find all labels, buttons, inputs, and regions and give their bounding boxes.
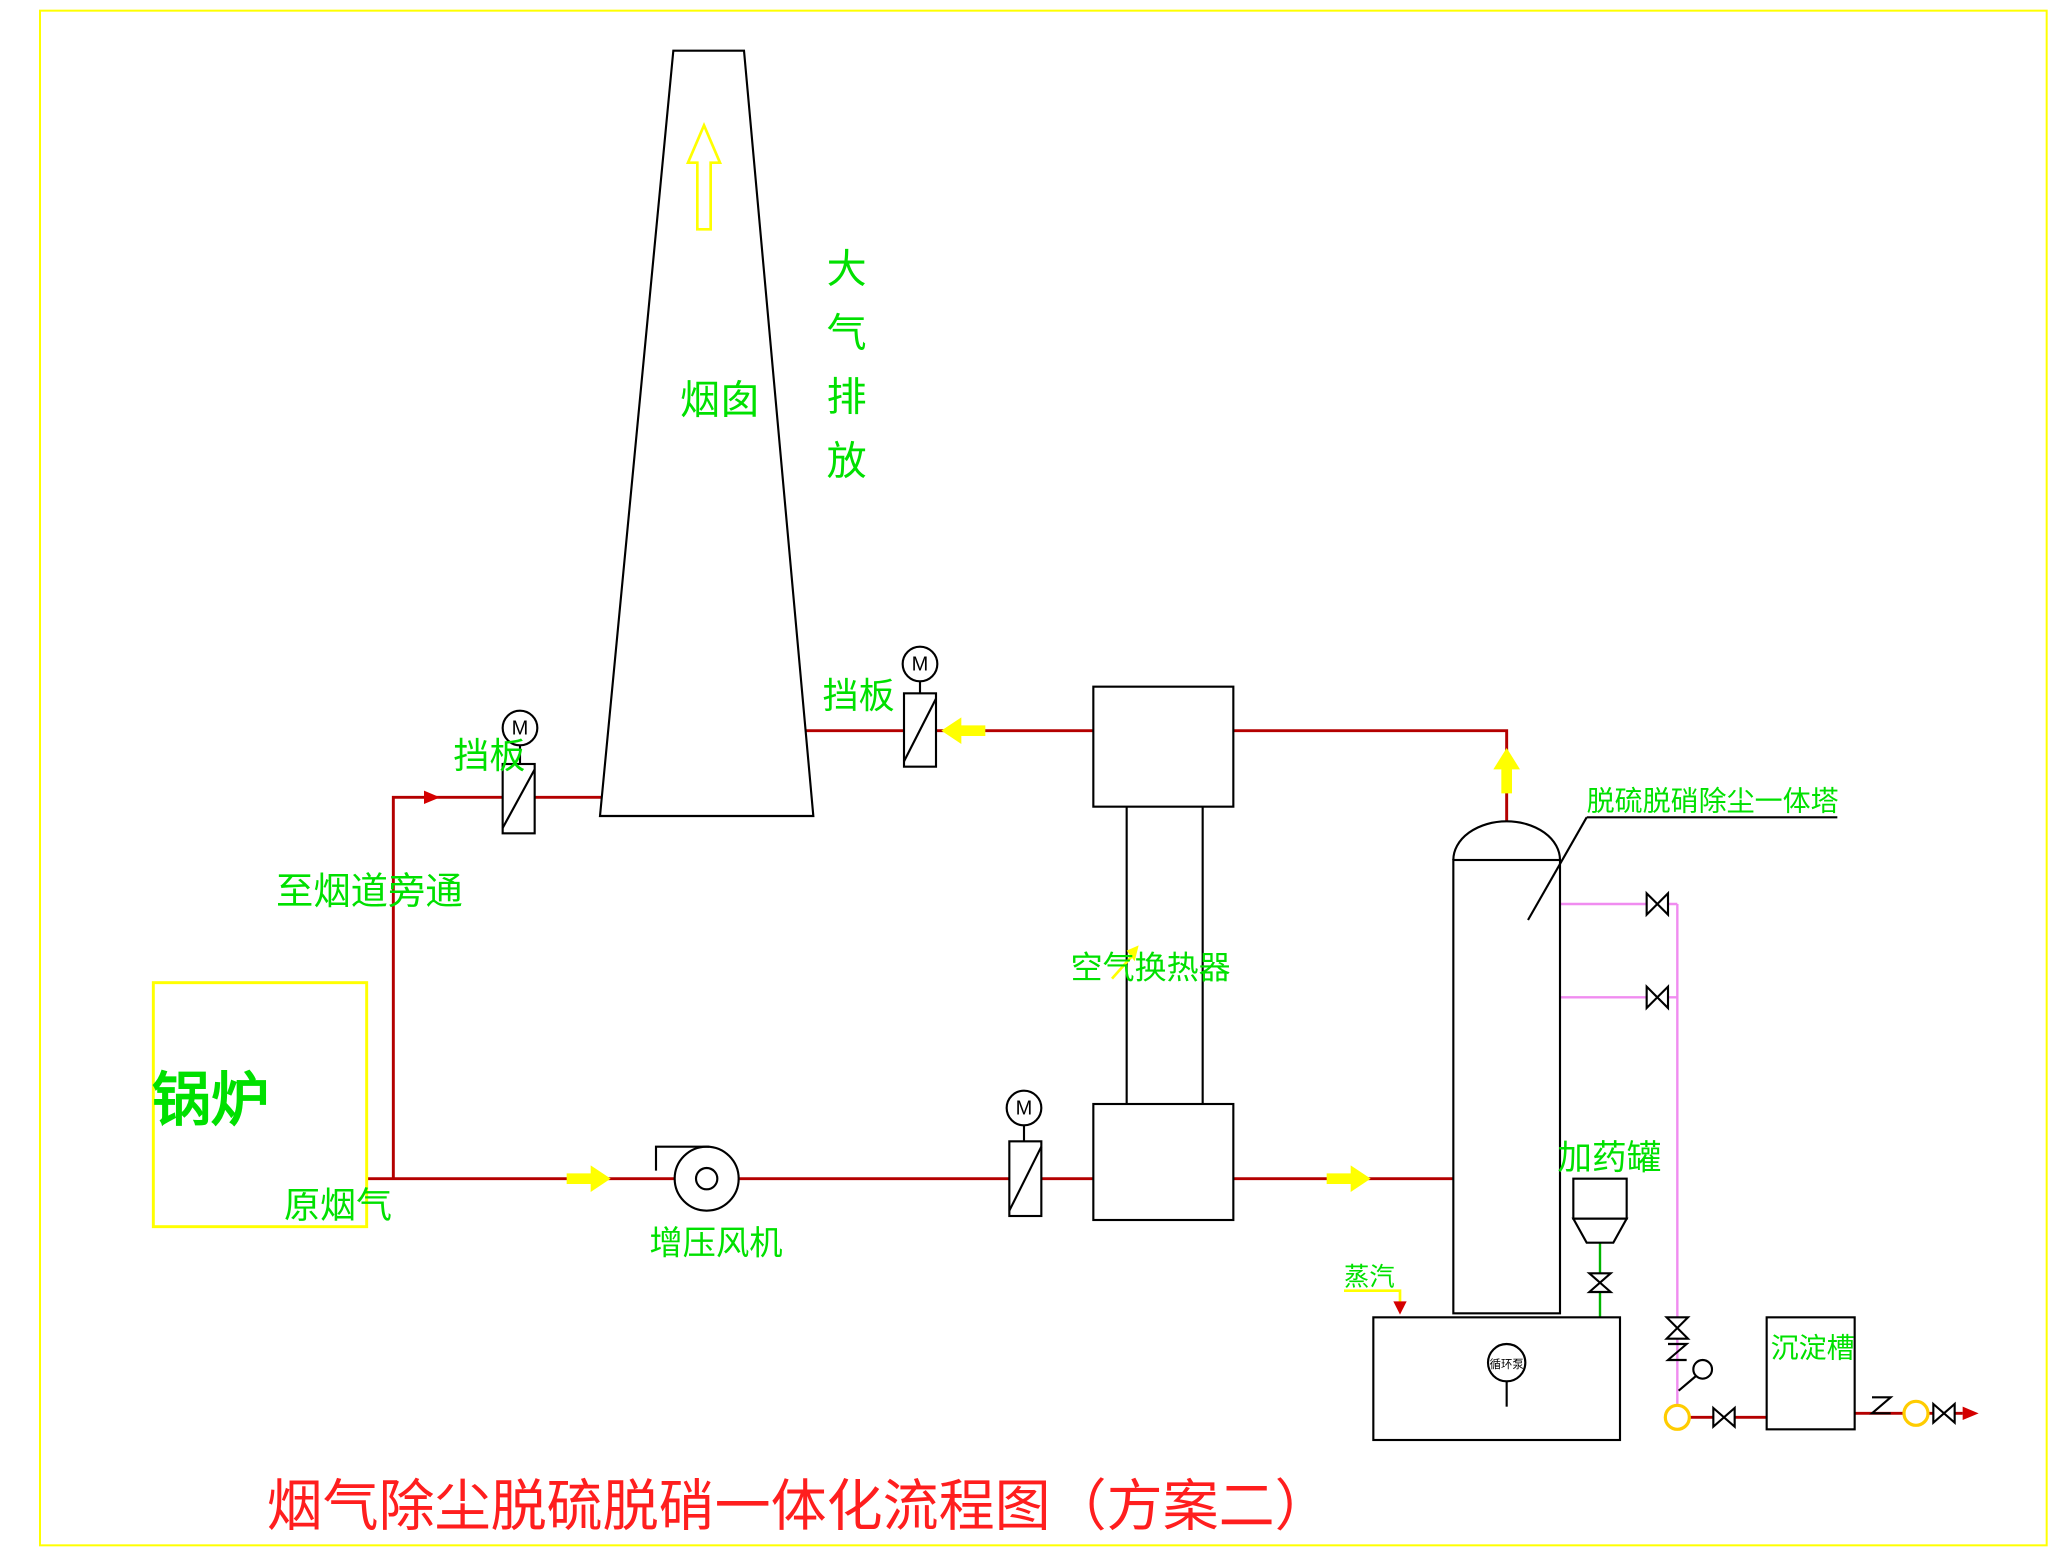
fan-volute-icon xyxy=(654,1145,710,1171)
outlet-damper: M xyxy=(901,645,939,768)
dosing-tank-label: 加药罐 xyxy=(1557,1139,1661,1177)
motor-letter: M xyxy=(1016,1098,1033,1120)
exchanger-flow-arrow-icon xyxy=(1111,953,1135,980)
sedimentation-tank-outline xyxy=(1765,1316,1856,1431)
integrated-tower xyxy=(1452,816,1838,1315)
dosing-tank xyxy=(1571,1177,1629,1294)
transfer-pump-icon xyxy=(1902,1399,1930,1427)
motor-letter: M xyxy=(512,718,529,740)
spray-valve-upper-icon xyxy=(1645,890,1670,918)
slurry-pump-icon xyxy=(1663,1403,1691,1431)
flow-arrow-right-icon xyxy=(1326,1165,1371,1192)
bypass-damper: M xyxy=(501,709,539,835)
steam-arrow-icon xyxy=(1393,1301,1407,1315)
flow-arrows xyxy=(424,717,1979,1420)
chimney-outline xyxy=(598,49,815,818)
fan-hub-icon xyxy=(694,1166,719,1191)
tower-dome xyxy=(1452,820,1562,861)
fan-casing-icon xyxy=(673,1145,740,1212)
motor-circle-icon xyxy=(901,645,939,683)
tower-label-leader-line xyxy=(1527,816,1588,921)
boiler-label: 锅炉 xyxy=(152,1068,269,1133)
drawing-title: 烟气除尘脱硫脱硝一体化流程图（方案二） xyxy=(267,1474,1331,1537)
text-labels: 锅炉 烟囱 大 气 排 放 挡板 挡板 至烟道旁通 原烟气 增压风机 空气换热器… xyxy=(152,248,1855,1364)
drawing-border xyxy=(39,9,2048,1547)
motor-circle-icon xyxy=(501,709,539,747)
discharge-valve-icon xyxy=(1712,1405,1736,1430)
bypass-damper-label: 挡板 xyxy=(453,735,525,776)
exchanger-bottom-header xyxy=(1092,1102,1235,1222)
air-heat-exchanger xyxy=(1092,685,1235,1222)
steam-label: 蒸汽 xyxy=(1344,1263,1395,1291)
chimney-label: 烟囱 xyxy=(680,378,760,422)
damper-blade-icon xyxy=(501,768,536,829)
outlet-damper-label: 挡板 xyxy=(823,675,895,716)
sedimentation-tank-label: 沉淀槽 xyxy=(1771,1332,1855,1363)
booster-fan-label: 增压风机 xyxy=(649,1226,782,1263)
dosing-tank-body xyxy=(1572,1177,1628,1220)
exchanger-top-header xyxy=(1092,685,1235,808)
spray-valve-lower-icon xyxy=(1645,984,1670,1011)
tower-label: 脱硫脱硝除尘一体塔 xyxy=(1587,786,1839,817)
flow-arrow-left-icon xyxy=(941,717,986,744)
drain-valve-icon xyxy=(1932,1401,1956,1426)
main-line-damper: M xyxy=(1005,1089,1043,1218)
booster-fan xyxy=(654,1145,740,1212)
bypass-arrow-icon xyxy=(424,790,440,804)
dosing-valve-icon xyxy=(1586,1272,1614,1294)
circulation-valve-icon xyxy=(1664,1316,1691,1340)
to-flue-bypass-label: 至烟道旁通 xyxy=(276,870,463,912)
flow-arrow-right-icon xyxy=(566,1165,611,1192)
motor-circle-icon xyxy=(1005,1089,1043,1127)
dosing-tank-hopper xyxy=(1571,1217,1629,1244)
exchanger-flow-arrowhead-icon xyxy=(1126,945,1139,962)
boiler-outline xyxy=(151,981,369,1229)
raw-flue-gas-label: 原烟气 xyxy=(284,1184,392,1225)
valves-and-instruments xyxy=(1645,890,1956,1431)
atmosphere-label-char-3: 排 xyxy=(827,376,867,420)
tower-shell xyxy=(1452,858,1562,1315)
drain-arrow-icon xyxy=(1962,1406,1979,1420)
motor-letter: M xyxy=(912,654,929,676)
flexible-joint-icon xyxy=(1665,1342,1690,1362)
chimney-updraft-arrow-icon xyxy=(685,121,723,231)
bottom-vessel: 循环泵 xyxy=(1372,1316,1622,1442)
atmosphere-label-char-4: 放 xyxy=(827,440,867,484)
damper-blade-icon xyxy=(1008,1146,1043,1212)
chimney xyxy=(598,49,815,818)
flow-arrow-up-icon xyxy=(1493,748,1520,794)
pressure-gauge-icon xyxy=(1692,1358,1714,1380)
atmosphere-label-char-1: 大 xyxy=(827,248,867,292)
air-heat-exchanger-label: 空气换热器 xyxy=(1071,950,1231,986)
steam-line xyxy=(1344,1289,1402,1304)
damper-blade-icon xyxy=(903,698,937,762)
pressure-gauge-stem xyxy=(1677,1375,1697,1392)
circulation-pump-label: 循环泵 xyxy=(1490,1358,1524,1371)
flexible-joint-icon xyxy=(1869,1396,1894,1415)
atmosphere-label-char-2: 气 xyxy=(827,312,867,356)
